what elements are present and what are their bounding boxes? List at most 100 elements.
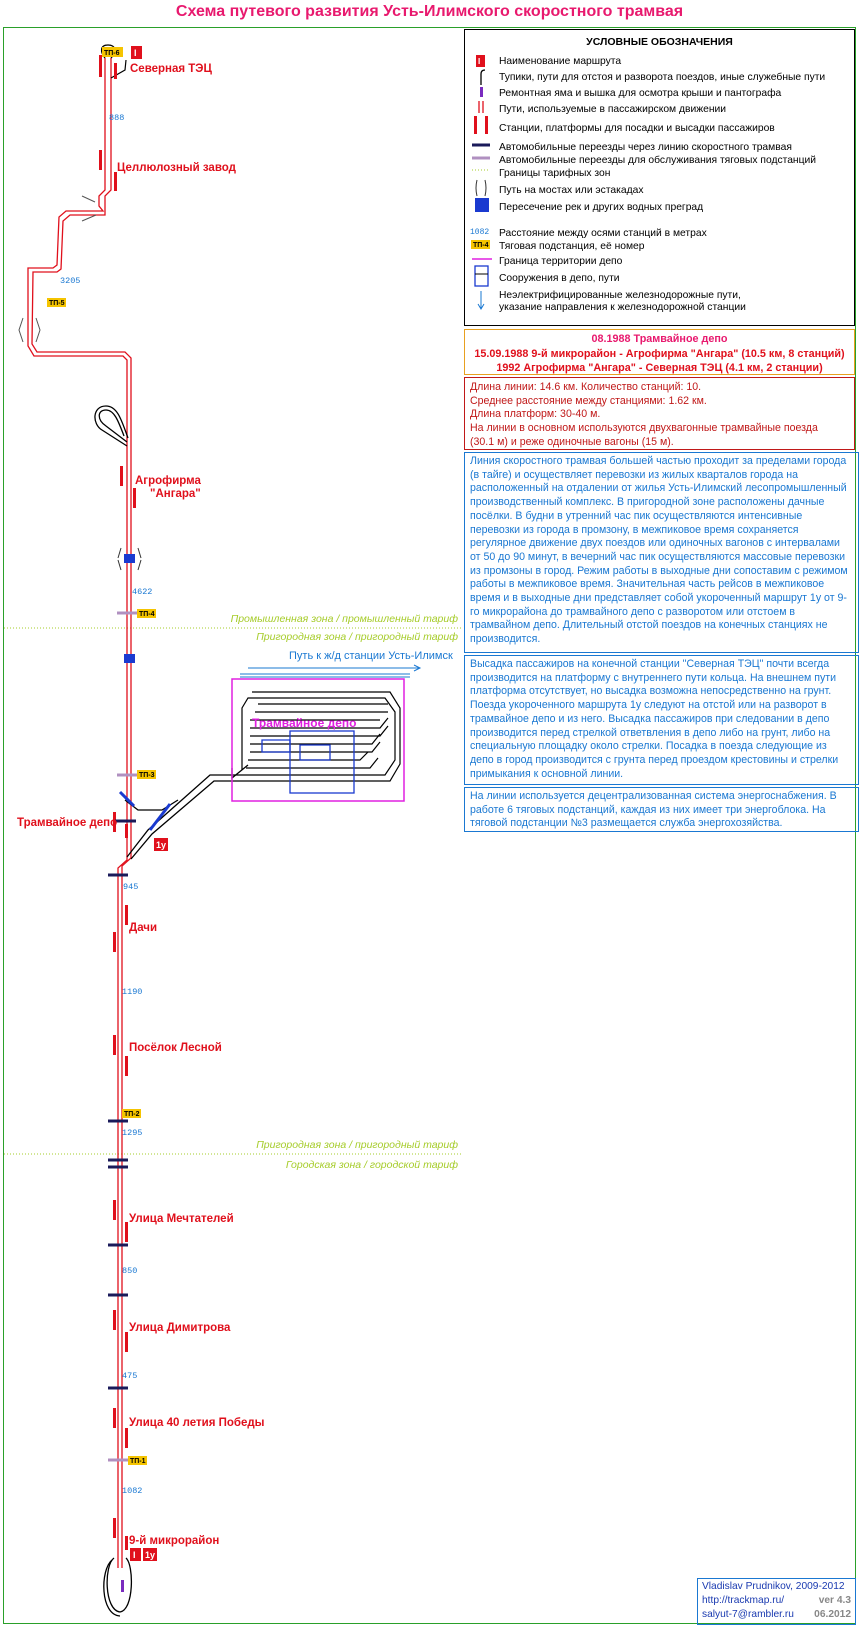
station-label-dachi: Дачи [129, 922, 157, 934]
route-marker: 1у [143, 1548, 157, 1561]
svg-text:1у: 1у [145, 1550, 155, 1560]
route-marker: I [130, 1548, 141, 1561]
svg-text:1082: 1082 [470, 228, 489, 237]
substation-badge: ТП-2 [122, 1109, 141, 1118]
station-label-poselok-lesnoy: Посёлок Лесной [129, 1042, 222, 1054]
distance-label: 3205 [60, 276, 80, 286]
agrofirma-loop [94, 405, 129, 447]
legend-item: указание направления к железнодорожной с… [499, 302, 746, 313]
legend-item: Ремонтная яма и вышка для осмотра крыши … [499, 88, 782, 99]
route-marker: I [131, 46, 142, 59]
station-platforms [99, 55, 136, 1550]
page-title: Схема путевого развития Усть-Илимского с… [175, 3, 684, 20]
zone-label-city: Городская зона / городской тариф [286, 1159, 458, 1171]
station-label-tsellyuloznyi-zavod: Целлюлозный завод [117, 162, 237, 174]
credit-author: Vladislav Prudnikov, 2009-2012 [702, 1581, 845, 1592]
legend-panel: УСЛОВНЫЕ ОБОЗНАЧЕНИЯ I 1082 ТП-4 Наимено… [464, 29, 855, 326]
substation-badge: ТП-3 [137, 770, 156, 779]
svg-text:ТП-4: ТП-4 [139, 611, 155, 618]
legend-item: Граница территории депо [499, 256, 623, 267]
railway-link [240, 664, 422, 678]
station-label-mechtateley: Улица Мечтателей [129, 1213, 234, 1225]
substation-crossings [108, 611, 138, 1462]
stats-line: (30.1 м) и реже одиночные вагоны (15 м). [470, 435, 674, 448]
stats-panel: Длина линии: 14.6 км. Количество станций… [464, 377, 855, 450]
info-paragraph-boarding: Высадка пассажиров на конечной станции "… [464, 655, 859, 785]
credit-email[interactable]: salyut-7@rambler.ru [702, 1609, 794, 1620]
svg-text:ТП-3: ТП-3 [139, 772, 155, 779]
svg-text:I: I [478, 57, 480, 66]
legend-symbols: I 1082 ТП-4 [470, 55, 492, 310]
main-line [27, 58, 132, 1568]
history-line: 1992 Агрофирма "Ангара" - Северная ТЭЦ (… [496, 362, 823, 374]
credit-date: 06.2012 [814, 1609, 851, 1620]
railway-link-label: Путь к ж/д станции Усть-Илимск [289, 650, 453, 662]
depot-boundary [231, 678, 405, 802]
history-line: 08.1988 Трамвайное депо [591, 333, 728, 345]
stats-line: На линии в основном используются двухваг… [470, 422, 818, 435]
distance-label: 945 [123, 882, 138, 892]
stats-line: Длина платформ: 30-40 м. [470, 408, 601, 421]
svg-text:I: I [133, 1550, 136, 1560]
distance-label: 475 [122, 1371, 137, 1381]
credit-url[interactable]: http://trackmap.ru/ [702, 1595, 785, 1606]
repair-pit-mark [121, 1580, 124, 1592]
credit-box: Vladislav Prudnikov, 2009-2012 http://tr… [697, 1578, 856, 1625]
depot-bridge-2 [118, 790, 136, 808]
zone-label-industrial: Промышленная зона / промышленный тариф [231, 613, 459, 625]
info-paragraph-power: На линии используется децентрализованная… [464, 787, 859, 832]
zone-label-suburban-bottom: Пригородная зона / пригородный тариф [256, 1139, 458, 1151]
legend-item: Границы тарифных зон [499, 168, 611, 179]
substation-badge: ТП-5 [47, 298, 66, 307]
station-label-depot: Трамвайное депо [17, 817, 117, 829]
svg-text:I: I [134, 48, 137, 58]
legend-item: Путь на мостах или эстакадах [499, 185, 644, 196]
legend-item: Сооружения в депо, пути [499, 273, 620, 284]
substation-badge: ТП-1 [128, 1456, 147, 1465]
station-label-40-letiya-pobedy: Улица 40 летия Победы [129, 1417, 265, 1429]
depot-buildings [261, 730, 355, 794]
sidings [18, 195, 97, 343]
station-label-dimitrova: Улица Димитрова [129, 1322, 231, 1334]
river-crossings [117, 547, 142, 663]
legend-item: Станции, платформы для посадки и высадки… [499, 123, 775, 134]
station-label-angara: "Ангара" [150, 488, 201, 500]
svg-text:ТП-1: ТП-1 [130, 1458, 146, 1465]
south-loop [103, 1557, 133, 1617]
substation-badge: ТП-4 [137, 609, 156, 618]
zone-label-suburban-top: Пригородная зона / пригородный тариф [256, 631, 458, 643]
legend-item: Тупики, пути для отстоя и разворота поез… [499, 72, 826, 83]
legend-item: Автомобильные переезды через линию скоро… [499, 142, 792, 153]
legend-item: Пересечение рек и других водных преград [499, 202, 704, 213]
distance-label: 1295 [122, 1128, 142, 1138]
distance-label: 1082 [122, 1486, 142, 1496]
tariff-zone-borders [4, 627, 463, 1155]
svg-text:ТП-5: ТП-5 [49, 300, 65, 307]
station-label-agrofirma: Агрофирма [135, 475, 202, 487]
history-panel: 08.1988 Трамвайное депо 15.09.1988 9-й м… [464, 329, 855, 375]
depot-bridge [148, 803, 172, 831]
legend-item: Автомобильные переезды для обслуживания … [499, 155, 817, 166]
history-line: 15.09.1988 9-й микрорайон - Агрофирма "А… [474, 347, 845, 360]
legend-item: Наименование маршрута [499, 56, 622, 67]
depot-tracks [241, 691, 401, 782]
depot-label: Трамвайное депо [252, 716, 356, 730]
road-crossings [108, 819, 136, 1390]
station-label-9-mikrorayon: 9-й микрорайон [129, 1535, 219, 1547]
legend-item: Неэлектрифицированные железнодорожные пу… [499, 290, 741, 301]
route-marker: 1у [154, 838, 168, 851]
distance-label: 888 [109, 113, 124, 123]
info-paragraph-operations: Линия скоростного трамвая большей частью… [464, 452, 859, 653]
credit-version: ver 4.3 [818, 1595, 851, 1606]
distance-label: 1190 [122, 987, 142, 997]
legend-item: Тяговая подстанция, её номер [499, 241, 645, 252]
zone-labels: Промышленная зона / промышленный тариф П… [231, 613, 459, 1171]
station-label-severnaya-tets: Северная ТЭЦ [130, 63, 212, 75]
stats-line: Среднее расстояние между станциями: 1.62… [470, 394, 707, 407]
svg-text:ТП-4: ТП-4 [473, 242, 489, 249]
svg-text:ТП-2: ТП-2 [124, 1111, 140, 1118]
legend-heading: УСЛОВНЫЕ ОБОЗНАЧЕНИЯ [586, 36, 733, 48]
distance-label: 850 [122, 1266, 137, 1276]
svg-text:1у: 1у [156, 840, 166, 850]
